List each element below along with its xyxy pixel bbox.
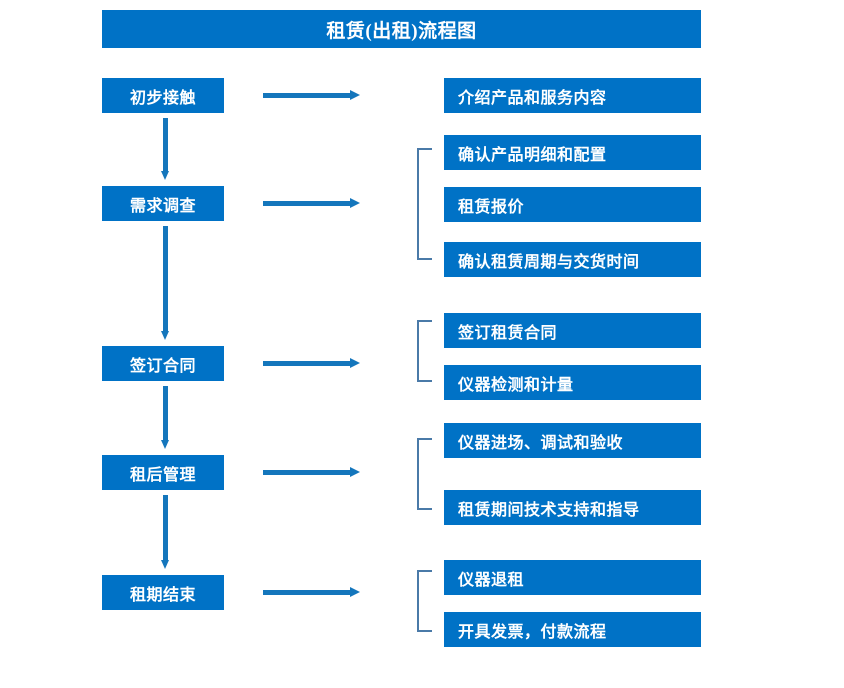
detail-box-g2-3[interactable]: 确认租赁周期与交货时间 [444, 242, 701, 277]
stage-box-4[interactable]: 租后管理 [102, 455, 224, 490]
arrow-shaft [263, 361, 351, 366]
arrow-shaft [163, 386, 168, 440]
arrow-head-icon [350, 198, 360, 208]
stage-box-5[interactable]: 租期结束 [102, 575, 224, 610]
arrow-head-icon [161, 560, 169, 569]
horizontal-arrow-1 [263, 90, 360, 100]
vertical-arrow-2 [161, 226, 170, 340]
detail-box-g3-2[interactable]: 仪器检测和计量 [444, 365, 701, 400]
vertical-arrow-3 [161, 386, 170, 449]
detail-box-g5-2[interactable]: 开具发票，付款流程 [444, 612, 701, 647]
arrow-shaft [163, 495, 168, 560]
arrow-shaft [263, 201, 351, 206]
arrow-head-icon [350, 358, 360, 368]
group-bracket-4 [417, 438, 432, 510]
group-bracket-3 [417, 320, 432, 382]
arrow-shaft [163, 118, 168, 171]
horizontal-arrow-3 [263, 358, 360, 368]
arrow-shaft [263, 470, 351, 475]
stage-box-2[interactable]: 需求调查 [102, 186, 224, 221]
page-title: 租赁(出租)流程图 [102, 10, 701, 48]
vertical-arrow-4 [161, 495, 170, 569]
vertical-arrow-1 [161, 118, 170, 180]
detail-box-g5-1[interactable]: 仪器退租 [444, 560, 701, 595]
arrow-head-icon [350, 90, 360, 100]
arrow-head-icon [350, 587, 360, 597]
stage-box-3[interactable]: 签订合同 [102, 346, 224, 381]
horizontal-arrow-4 [263, 467, 360, 477]
detail-box-g4-1[interactable]: 仪器进场、调试和验收 [444, 423, 701, 458]
arrow-head-icon [161, 331, 169, 340]
horizontal-arrow-2 [263, 198, 360, 208]
group-bracket-5 [417, 570, 432, 632]
detail-box-g4-2[interactable]: 租赁期间技术支持和指导 [444, 490, 701, 525]
arrow-shaft [263, 590, 351, 595]
arrow-head-icon [161, 440, 169, 449]
group-bracket-2 [417, 148, 432, 260]
detail-box-g2-2[interactable]: 租赁报价 [444, 187, 701, 222]
stage-box-1[interactable]: 初步接触 [102, 78, 224, 113]
detail-box-g2-1[interactable]: 确认产品明细和配置 [444, 135, 701, 170]
arrow-head-icon [161, 171, 169, 180]
detail-box-g1-1[interactable]: 介绍产品和服务内容 [444, 78, 701, 113]
arrow-head-icon [350, 467, 360, 477]
horizontal-arrow-5 [263, 587, 360, 597]
arrow-shaft [263, 93, 351, 98]
arrow-shaft [163, 226, 168, 331]
detail-box-g3-1[interactable]: 签订租赁合同 [444, 313, 701, 348]
